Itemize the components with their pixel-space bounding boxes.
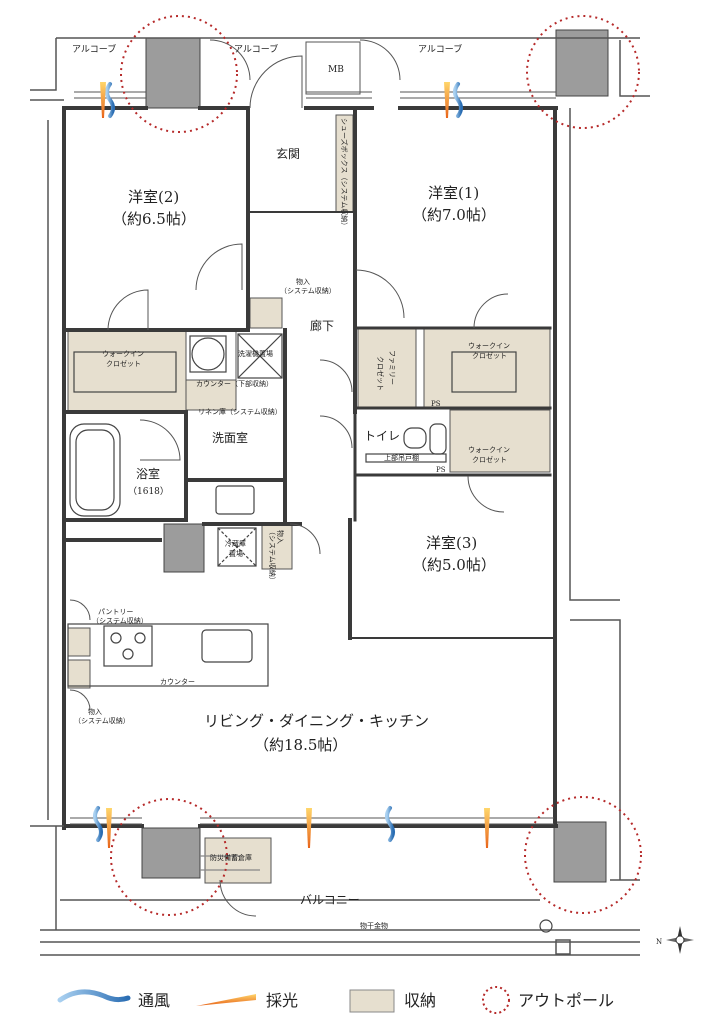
- disaster-storage-label: 防災備蓄倉庫: [210, 853, 252, 862]
- balcony-label: バルコニー: [300, 893, 360, 907]
- storage-low-sub: （システム収納）: [74, 716, 130, 725]
- outpole-circles: [110, 15, 642, 916]
- fixtures: [67, 333, 553, 933]
- light-markers: [100, 82, 490, 848]
- storage-mid-label: 物入: [276, 530, 285, 544]
- counter-lower-label: カウンター（下部収納）: [196, 379, 273, 388]
- pillars: [141, 29, 609, 883]
- genkan-label: 玄関: [276, 146, 300, 161]
- toilet-label: トイレ: [364, 429, 400, 443]
- fridge-line2: 置場: [229, 549, 243, 558]
- wic-left-line1: ウォークイン: [102, 350, 144, 358]
- storage-legend-icon: [349, 989, 395, 1013]
- wic-r2-line2: クロゼット: [472, 455, 507, 464]
- outline-lines: [30, 37, 650, 956]
- upper-cabinet-label: 上部吊戸棚: [384, 453, 419, 462]
- doors: [69, 39, 509, 917]
- storage-top-sub: （システム収納）: [280, 286, 336, 295]
- storage-top-label: 物入: [296, 277, 310, 286]
- ldk-name: リビング・ダイニング・キッチン: [204, 712, 429, 730]
- washer-label: 洗濯機置場: [238, 349, 273, 358]
- wic-r1-line1: ウォークイン: [468, 342, 510, 350]
- mb-label: MB: [328, 65, 344, 75]
- storage-low-label: 物入: [88, 707, 102, 716]
- wic-r2-line1: ウォークイン: [468, 446, 510, 454]
- alcove-right-label: アルコーブ: [418, 43, 462, 55]
- western1-name: 洋室(1): [428, 184, 479, 202]
- western1-size: （約7.0帖）: [412, 206, 496, 224]
- outpole-legend-icon: [482, 986, 510, 1014]
- walls: [62, 106, 558, 830]
- alcove-mid-label: アルコーブ: [234, 43, 278, 55]
- wind-markers: [93, 82, 463, 842]
- western3-size: （約5.0帖）: [412, 556, 496, 574]
- ps1-label: PS: [431, 400, 441, 408]
- compass-icon: [666, 926, 694, 954]
- corridor-label: 廊下: [310, 318, 334, 333]
- wic-r1-line2: クロゼット: [472, 351, 507, 360]
- family-closet-line2: クロゼット: [376, 356, 385, 391]
- legend: 通風 採光 収納 アウトポール: [57, 986, 614, 1014]
- wash-room-label: 洗面室: [212, 430, 248, 445]
- bath-label: 浴室: [136, 466, 160, 481]
- storage-areas: [67, 114, 551, 884]
- compass-n-label: N: [656, 938, 662, 946]
- pantry-label: パントリー: [98, 608, 133, 616]
- fridge-line1: 冷蔵庫: [225, 539, 246, 548]
- shoe-box-label: シューズボックス（システム収納）: [340, 118, 349, 229]
- legend-wind-label: 通風: [138, 991, 170, 1010]
- light-legend-icon: [196, 994, 256, 1006]
- legend-light-label: 採光: [266, 991, 298, 1010]
- western3-name: 洋室(3): [426, 534, 477, 552]
- drying-rack-label: 物干金物: [360, 921, 388, 930]
- family-closet-line1: ファミリー: [388, 350, 396, 385]
- legend-storage-label: 収納: [404, 991, 436, 1010]
- legend-outpole-label: アウトポール: [518, 991, 614, 1010]
- western2-name: 洋室(2): [128, 188, 179, 206]
- wic-left-line2: クロゼット: [106, 359, 141, 368]
- alcove-left-label: アルコーブ: [72, 43, 116, 55]
- ps2-label: PS: [436, 466, 446, 474]
- mb-box: [305, 41, 361, 95]
- pantry-sub: （システム収納）: [92, 616, 148, 625]
- bath-size: （1618）: [128, 486, 169, 497]
- windows: [70, 91, 556, 825]
- counter-label: カウンター: [160, 677, 195, 686]
- storage-mid-sub: （システム収納）: [268, 528, 277, 584]
- western2-size: （約6.5帖）: [112, 210, 196, 228]
- wind-legend-icon: [57, 989, 131, 1003]
- ldk-size: （約18.5帖）: [254, 736, 347, 754]
- linen-label: リネン庫（システム収納）: [198, 407, 282, 416]
